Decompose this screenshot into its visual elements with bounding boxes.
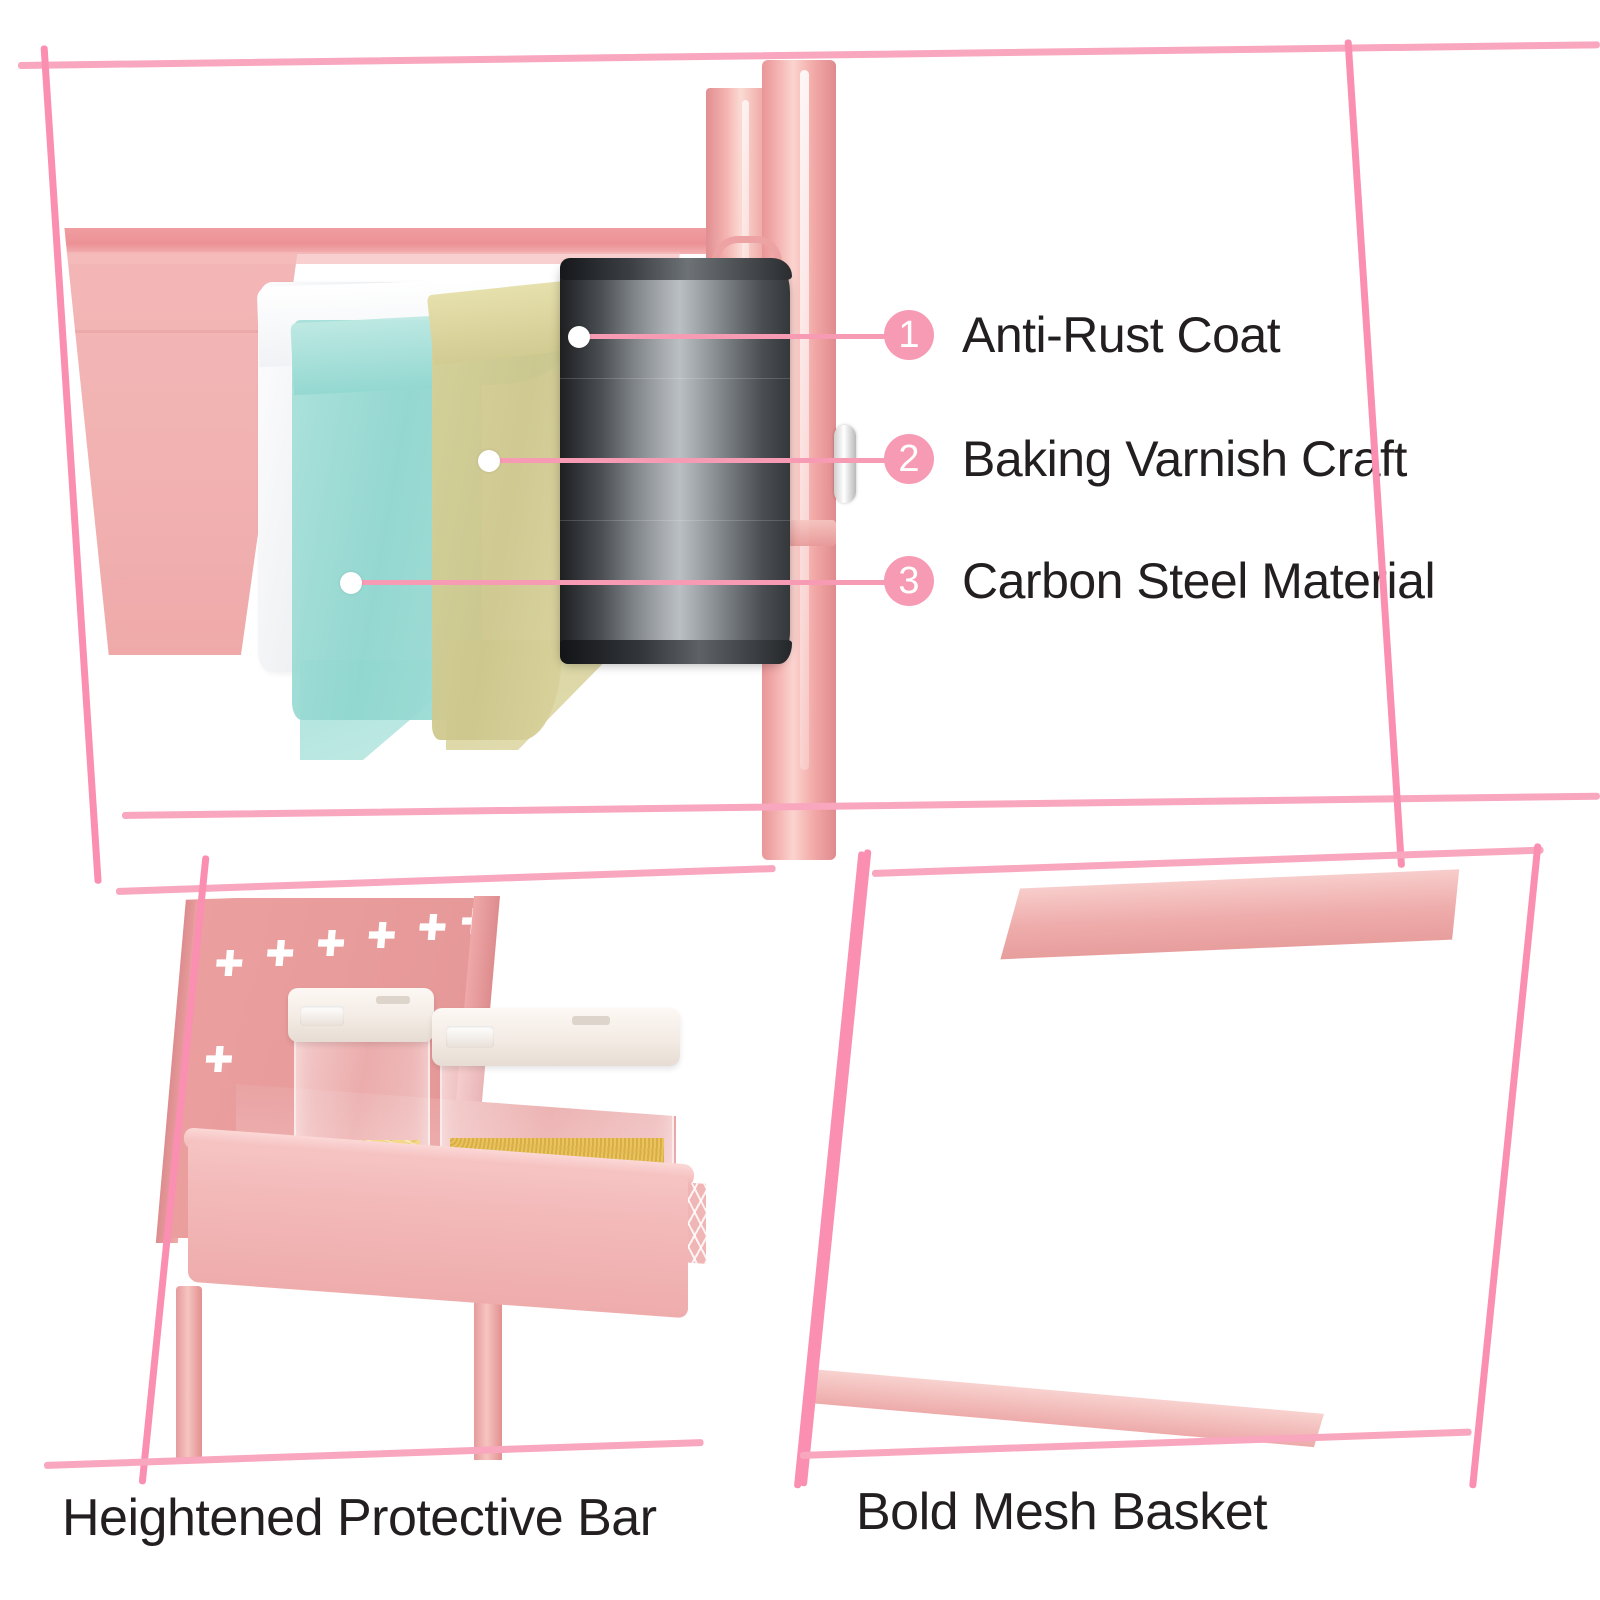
leader-line-3	[352, 580, 912, 585]
bottom-right-caption: Bold Mesh Basket	[856, 1483, 1268, 1541]
pasta-lid-slot	[376, 996, 410, 1004]
cart-leg-right	[474, 1300, 502, 1460]
mesh-basket-shadow	[1530, 852, 1600, 1467]
millet-lid-slot	[572, 1016, 610, 1025]
cart-leg-left	[176, 1286, 202, 1460]
leader-dot-1	[568, 326, 590, 348]
carbon-steel-core-top	[560, 258, 792, 280]
feature-label-2: Baking Varnish Craft	[962, 431, 1407, 487]
feature-badge-3: 3	[884, 556, 934, 606]
protective-bar-photo	[108, 880, 760, 1460]
feature-badge-1: 1	[884, 310, 934, 360]
feature-label-1: Anti-Rust Coat	[962, 307, 1281, 363]
steel-band	[560, 520, 790, 521]
millet-lid-tab	[446, 1026, 494, 1048]
primer-layer	[432, 300, 562, 740]
feature-label-3: Carbon Steel Material	[962, 553, 1436, 609]
pasta-lid-tab	[300, 1006, 344, 1026]
steel-band	[560, 378, 790, 379]
pole-highlight	[800, 70, 809, 770]
mesh-basket-bottom-rail	[808, 1366, 1325, 1448]
leader-line-2	[492, 458, 910, 463]
carbon-steel-core-bottom	[560, 640, 792, 664]
mesh-basket-top-rail	[1000, 866, 1460, 960]
bottom-left-caption: Heightened Protective Bar	[62, 1489, 657, 1547]
mesh-basket	[1540, 880, 1600, 1470]
br-frame-right-edge	[1469, 843, 1542, 1489]
bottom-left-panel: Heightened Protective Bar	[43, 851, 866, 1547]
leader-line-1	[578, 334, 908, 339]
top-panel: 1 Anti-Rust Coat 2 Baking Varnish Craft …	[17, 39, 1600, 884]
pole-clip-screw	[834, 425, 856, 503]
pole-highlight-secondary	[742, 100, 749, 400]
shelf-hook	[712, 236, 782, 269]
feature-badge-2: 2	[884, 434, 934, 484]
mesh-basket-surface	[1530, 852, 1600, 1467]
mesh-basket-photo	[808, 862, 1600, 1470]
leader-dot-3	[340, 572, 362, 594]
leader-dot-2	[478, 450, 500, 472]
